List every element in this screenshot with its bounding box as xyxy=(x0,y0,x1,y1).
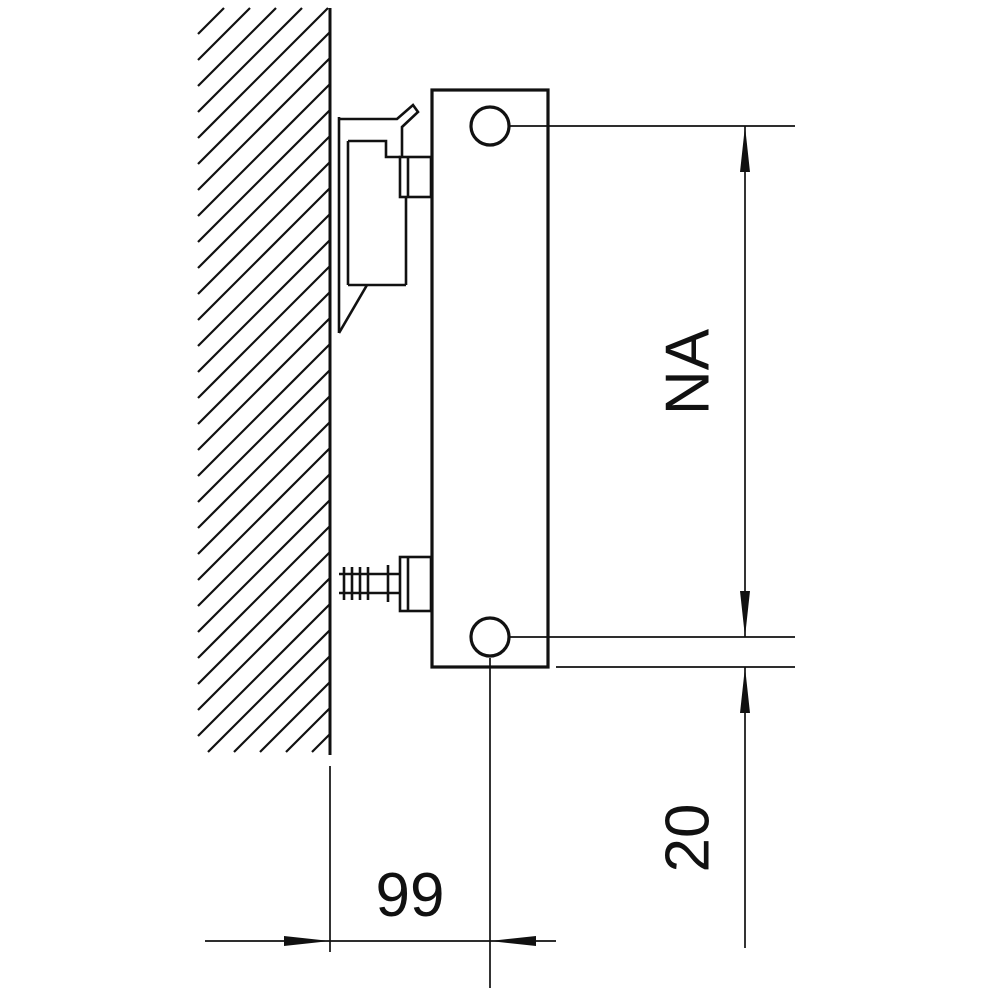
dimension-na: NA xyxy=(654,126,750,637)
wall-hatch-line xyxy=(197,7,251,61)
wall-hatching xyxy=(197,7,331,753)
wall-hatch-line xyxy=(197,265,331,399)
dimension-99: 99 xyxy=(205,861,556,946)
wall-hatch-line xyxy=(197,213,331,347)
wall-hatch-line xyxy=(233,655,331,753)
wall-hatch-line xyxy=(285,707,331,753)
wall-hatch-line xyxy=(197,395,331,529)
fixing-block xyxy=(398,555,433,613)
wall-hatch-line xyxy=(197,7,303,113)
dim99-dimension-label: 99 xyxy=(376,861,445,930)
wall-hatch-line xyxy=(197,551,331,685)
extension-lines xyxy=(329,125,795,988)
dim99-arrow-left-icon xyxy=(490,936,536,946)
wall-hatch-line xyxy=(197,291,331,425)
na-arrow-down-icon xyxy=(740,591,750,637)
wall-hatch-line xyxy=(197,187,331,321)
wall-hatch-line xyxy=(197,577,331,711)
wall-hatch-line xyxy=(197,135,331,269)
wall-hatch-line xyxy=(197,7,225,35)
bracket-foot-diagonal xyxy=(337,284,369,334)
wall-hatch-line xyxy=(197,161,331,295)
dimension-20: 20 xyxy=(654,667,750,948)
dim99-arrow-right-icon xyxy=(284,936,330,946)
wall-hatch-line xyxy=(197,525,331,659)
wall-hatch-line xyxy=(197,57,331,191)
wall-hatch-line xyxy=(197,473,331,607)
wall-hatch-line xyxy=(197,31,331,165)
bottom-connection-circle xyxy=(469,616,511,658)
wall-hatch-line xyxy=(197,603,331,737)
wall-hatch-line xyxy=(197,447,331,581)
wall-hatch-line xyxy=(197,369,331,503)
wall-hatch-line xyxy=(197,343,331,477)
bracket-top-arm-hook xyxy=(339,103,420,157)
wall xyxy=(197,7,332,755)
bracket-arm-inner-edge xyxy=(348,139,400,159)
wall-hatch-line xyxy=(197,7,329,139)
dim20-arrow-up-icon xyxy=(740,667,750,713)
wall-hatch-line xyxy=(207,629,331,753)
wall-hatch-line xyxy=(197,83,331,217)
radiator-body xyxy=(430,88,550,669)
mounting-fixing-lower xyxy=(339,555,433,613)
wall-hatch-line xyxy=(197,421,331,555)
top-connection-circle xyxy=(469,105,511,147)
wall-hatch-line xyxy=(197,317,331,451)
dim20-dimension-label: 20 xyxy=(654,804,723,873)
wall-hatch-line xyxy=(197,7,277,87)
na-dimension-label: NA xyxy=(654,328,723,415)
mounting-bracket-upper xyxy=(337,103,433,334)
wall-hatch-line xyxy=(197,239,331,373)
radiator-profile xyxy=(430,88,550,669)
wall-hatch-line xyxy=(311,733,331,753)
na-arrow-up-icon xyxy=(740,126,750,172)
wall-hatch-line xyxy=(197,109,331,243)
wall-hatch-line xyxy=(259,681,331,753)
wall-hatch-line xyxy=(197,499,331,633)
bracket-hanger-tab xyxy=(398,155,433,199)
